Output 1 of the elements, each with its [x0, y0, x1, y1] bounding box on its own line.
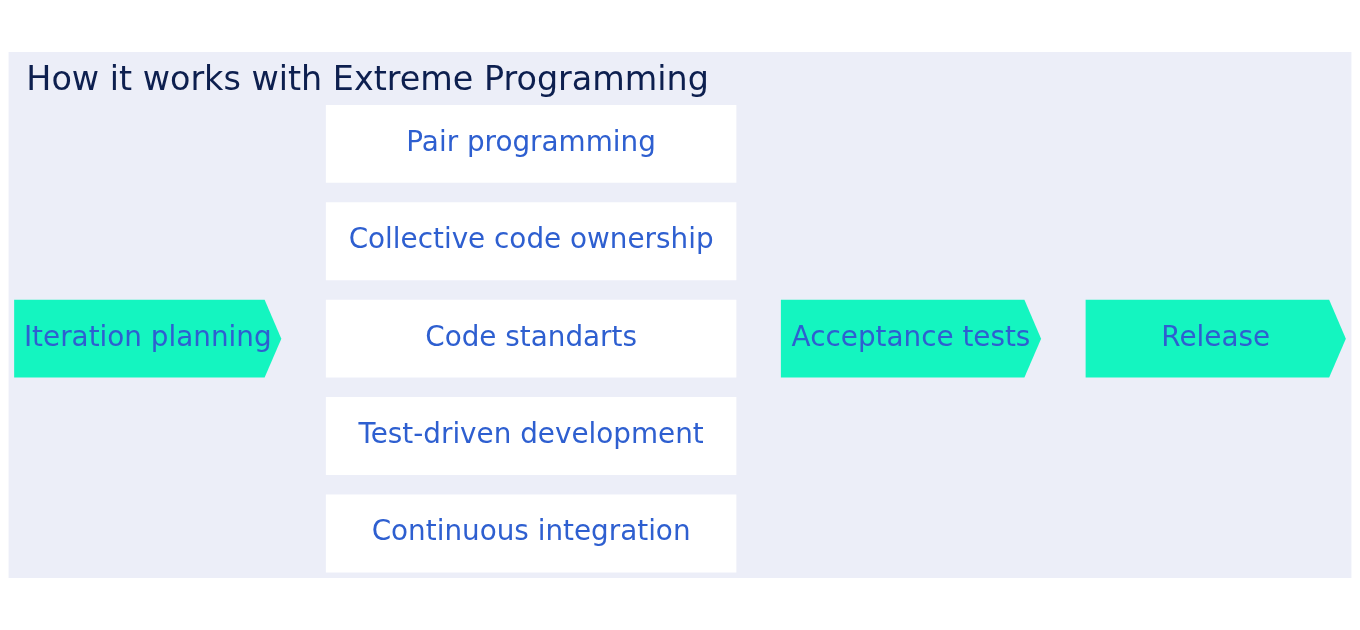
diagram-title: How it works with Extreme Programming: [26, 58, 709, 98]
